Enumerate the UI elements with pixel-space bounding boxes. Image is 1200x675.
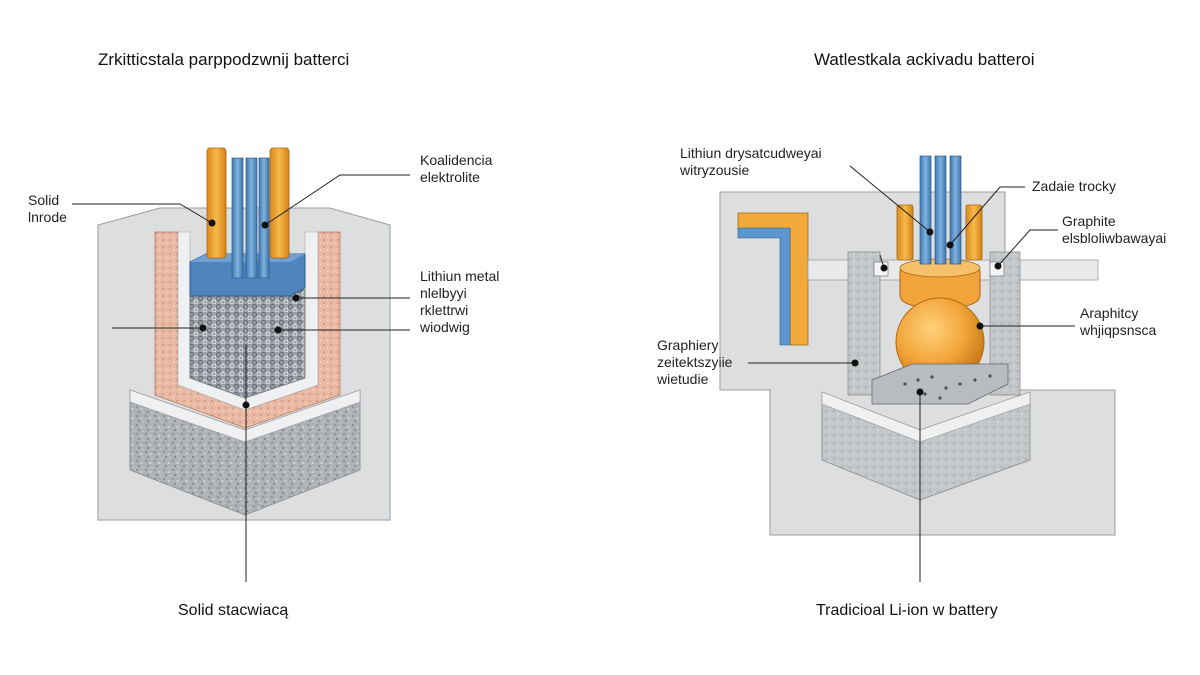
left-base-top (129, 389, 361, 443)
left-electrolyte (189, 289, 306, 399)
left-leader-lines (72, 174, 410, 582)
label-koalidencia: Koalidencia elektrolite (420, 152, 493, 185)
right-rod-blue-3 (949, 155, 962, 265)
left-leader-dots (199, 219, 300, 409)
left-rod-blue-1 (231, 157, 244, 279)
label-lithium-metal: Lithiun metal nlelbyyi rklettrwi wiodwig (420, 268, 500, 335)
right-rod-blue-1 (919, 155, 932, 265)
right-plate (871, 363, 1009, 405)
label-graphiery: Graphiery zeitektszyiie wietudie (657, 337, 733, 387)
li-ion-battery (719, 155, 1116, 536)
right-leader-dots (851, 228, 1002, 396)
right-rod-orange-2 (965, 204, 983, 261)
right-leader-lines (748, 165, 1075, 582)
label-lithium-top: Lithiun drysatcudweyai witryzousie (680, 145, 822, 178)
left-title: Zrkitticstala parppodzwnij batterci (98, 50, 350, 69)
label-zadaie: Zadaie trocky (1032, 178, 1117, 194)
right-l-electrode-blue (737, 227, 791, 346)
left-rod-orange-2 (269, 147, 290, 259)
right-caption: Tradicioal Li-ion w battery (816, 602, 998, 619)
right-rod-orange-1 (896, 204, 914, 261)
left-rod-blue-3 (258, 157, 270, 279)
label-araphitcy: Araphitcy whjiqpsnsca (1080, 305, 1157, 338)
label-solid-anode: Solid lnrode (28, 192, 67, 225)
label-graphite: Graphite elsbloliwbawayai (1062, 213, 1167, 246)
left-caption: Solid stacwiacą (178, 602, 289, 619)
right-title: Watlestkala ackivadu batteroi (814, 50, 1035, 69)
right-rod-blue-2 (934, 155, 947, 265)
left-rod-orange-1 (206, 147, 227, 259)
solid-state-battery (97, 147, 391, 521)
left-rod-blue-2 (245, 157, 258, 279)
